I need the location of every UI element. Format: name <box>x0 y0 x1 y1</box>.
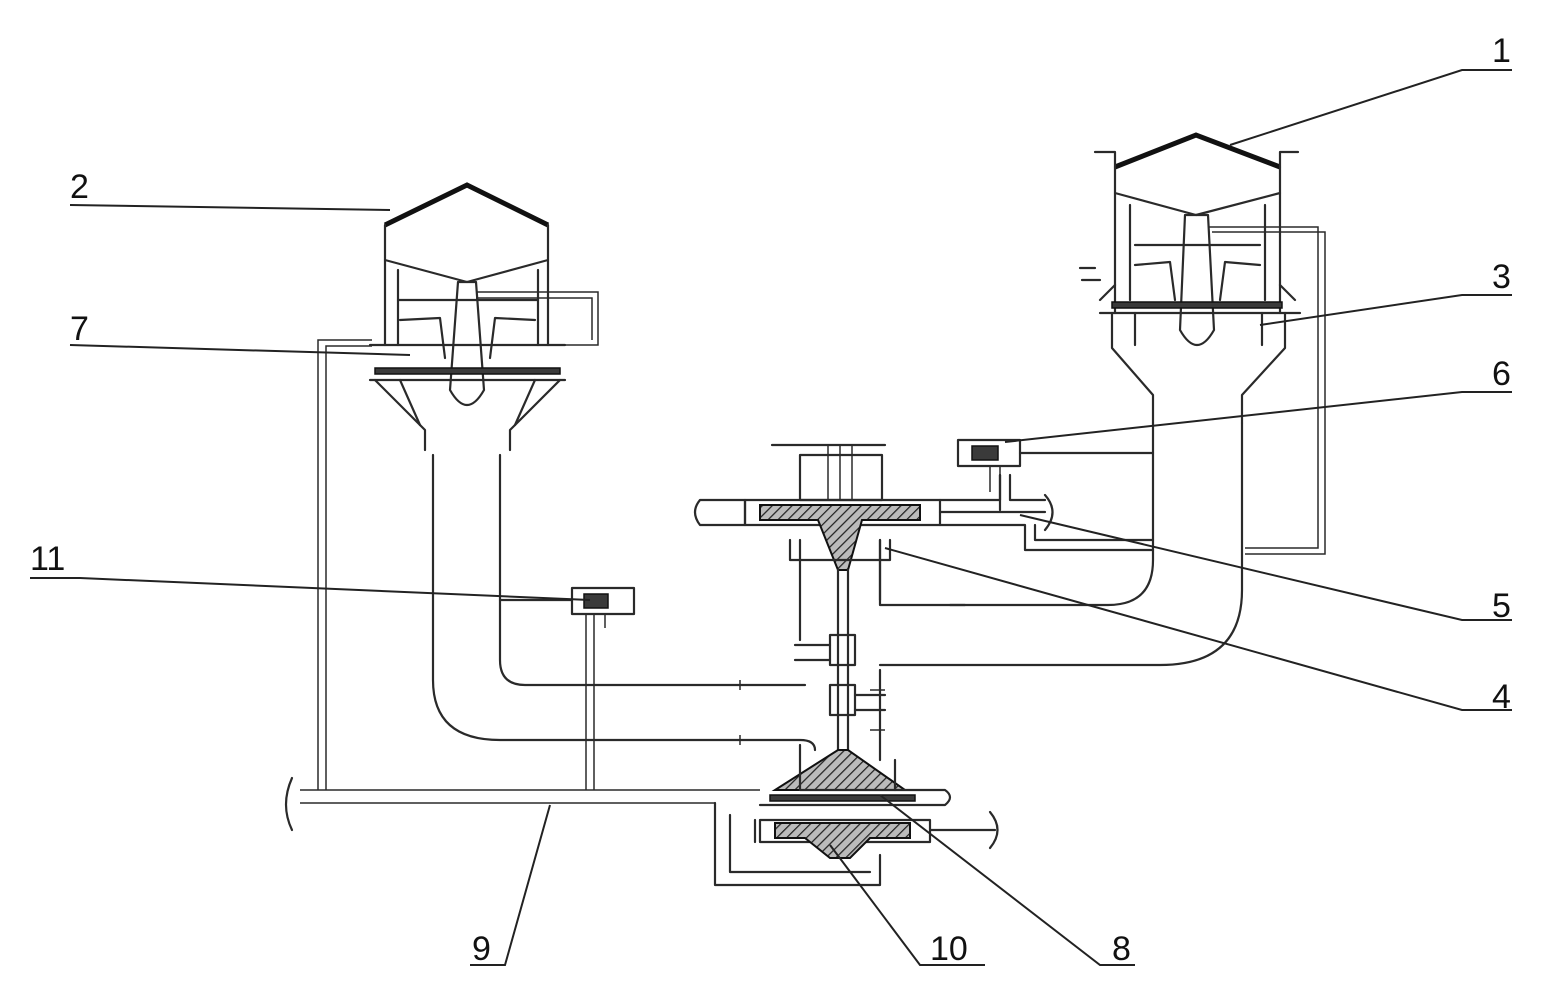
leader-5 <box>1019 514 1512 621</box>
right-vessel-roof <box>1114 132 1281 170</box>
callout-9: 9 <box>472 930 491 968</box>
left-downcomer <box>431 453 817 752</box>
leader-10 <box>829 844 985 966</box>
callout-labels: 1 2 3 4 5 6 7 8 9 10 11 <box>30 32 1511 968</box>
callout-11: 11 <box>30 540 65 578</box>
callout-8: 8 <box>1112 930 1131 968</box>
callout-7: 7 <box>70 310 89 348</box>
leader-8 <box>879 794 1135 966</box>
left-vessel <box>317 182 599 790</box>
right-downcomer <box>878 421 1244 667</box>
leader-7 <box>69 344 411 356</box>
callout-3: 3 <box>1492 258 1511 296</box>
leader-9 <box>470 804 551 966</box>
leader-3 <box>1259 294 1512 326</box>
leader-4 <box>884 547 1512 711</box>
callout-4: 4 <box>1492 678 1511 716</box>
callout-10: 10 <box>930 930 968 968</box>
callout-6: 6 <box>1492 355 1511 393</box>
leader-lines <box>30 69 1512 966</box>
leader-2 <box>69 204 391 211</box>
central-shaft <box>284 443 1155 887</box>
callout-5: 5 <box>1492 587 1511 625</box>
valve-11 <box>498 586 636 790</box>
leader-11 <box>30 577 591 601</box>
leader-1 <box>1229 69 1512 146</box>
leader-6 <box>1004 391 1512 443</box>
left-vessel-roof <box>383 182 550 228</box>
callout-1: 1 <box>1492 32 1511 70</box>
callout-2: 2 <box>70 168 89 206</box>
right-vessel <box>1078 132 1326 555</box>
